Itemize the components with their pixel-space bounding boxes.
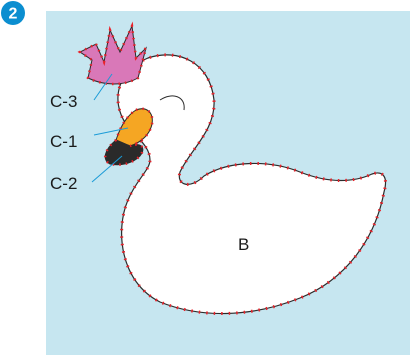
label-beak-tip: C-2: [50, 174, 77, 193]
label-body: B: [238, 235, 249, 254]
label-beak: C-1: [50, 132, 77, 151]
label-crown: C-3: [50, 92, 77, 111]
crown-piece: [80, 26, 146, 84]
swan-body: [118, 55, 386, 314]
